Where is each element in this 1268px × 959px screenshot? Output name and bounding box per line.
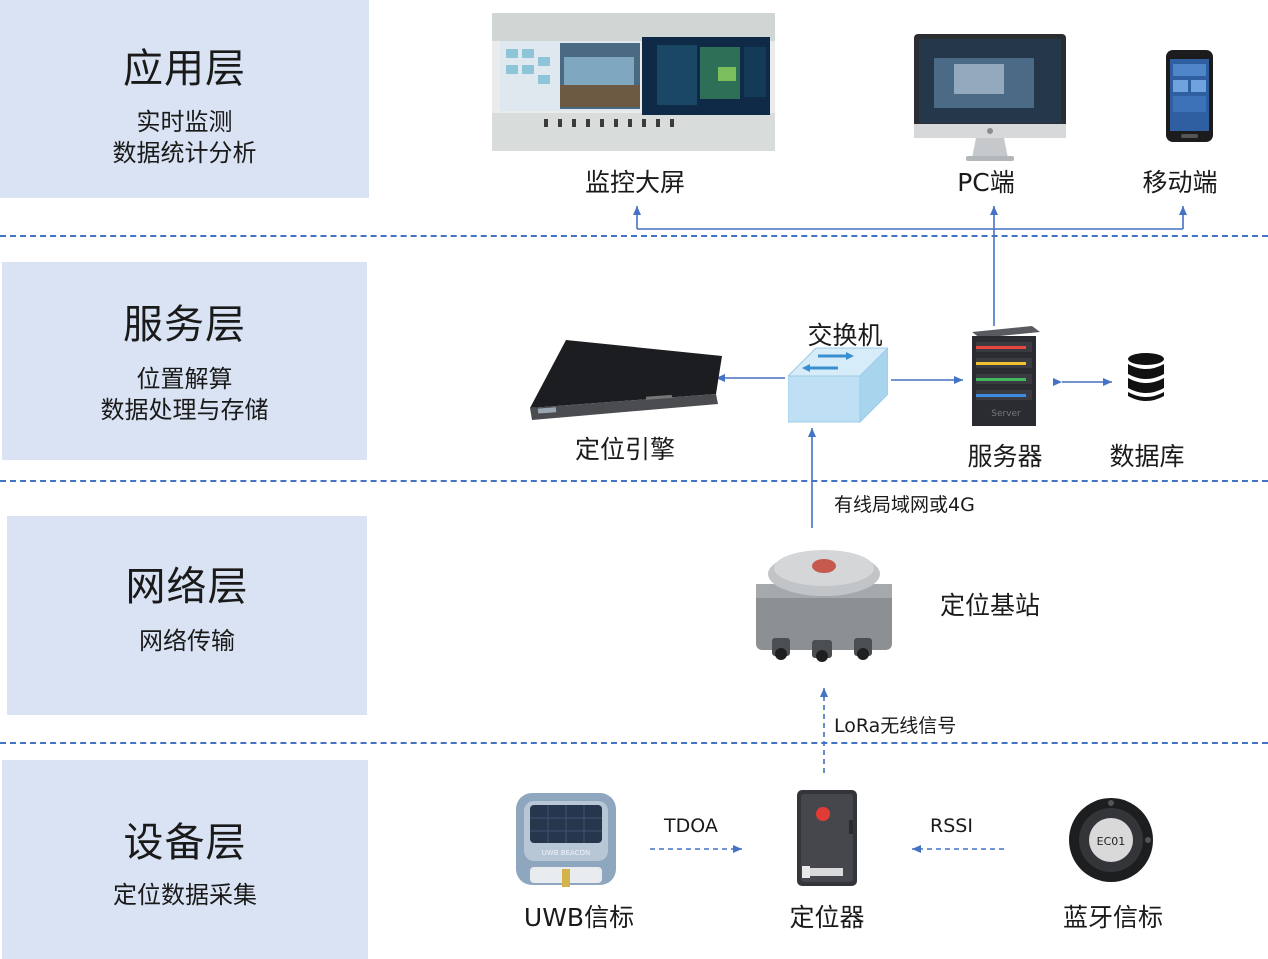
- layer-title: 应用层: [123, 46, 246, 92]
- layer-service: 服务层 位置解算 数据处理与存储: [2, 262, 367, 460]
- switch-icon: [786, 346, 890, 426]
- uwb-brand-text: UWB BEACON: [542, 849, 591, 857]
- base-station-label: 定位基站: [939, 591, 1040, 620]
- layer-desc-line: 数据处理与存储: [100, 396, 269, 424]
- ble-beacon-label: 蓝牙信标: [1062, 903, 1163, 932]
- layer-desc: 定位数据采集: [2, 880, 368, 911]
- server-image: Server: [968, 326, 1042, 428]
- separator-line: [0, 742, 1268, 744]
- layer-title: 设备层: [123, 820, 247, 866]
- layer-title: 服务层: [123, 302, 246, 348]
- lora-link-label: LoRa无线信号: [834, 715, 957, 737]
- rssi-label: RSSI: [930, 815, 973, 837]
- server-brand-text: Server: [991, 409, 1021, 419]
- server-label: 服务器: [967, 442, 1043, 471]
- layer-desc-line: 定位数据采集: [113, 881, 257, 909]
- layer-desc-line: 网络传输: [139, 627, 235, 655]
- monitor-wall-image: [492, 13, 775, 151]
- layer-desc: 实时监测 数据统计分析: [0, 107, 369, 169]
- positioning-engine-image: [526, 338, 726, 420]
- layer-desc-line: 数据统计分析: [112, 139, 257, 167]
- mobile-label: 移动端: [1142, 168, 1218, 197]
- locator-label: 定位器: [789, 903, 865, 932]
- base-station-image: [754, 542, 894, 664]
- layer-desc-line: 实时监测: [136, 108, 233, 136]
- ble-beacon-image: EC01: [1068, 797, 1154, 883]
- layer-network: 网络层 网络传输: [7, 516, 367, 715]
- tdoa-label: TDOA: [664, 815, 718, 837]
- layer-desc-line: 位置解算: [136, 365, 233, 393]
- wired-link-label: 有线局域网或4G: [834, 494, 975, 516]
- layer-application: 应用层 实时监测 数据统计分析: [0, 0, 369, 198]
- pc-image: [914, 34, 1066, 162]
- database-icon: [1127, 352, 1165, 404]
- switch-label: 交换机: [807, 321, 883, 350]
- locator-image: [797, 790, 857, 886]
- ble-code-text: EC01: [1097, 835, 1126, 848]
- separator-line: [0, 480, 1268, 482]
- uwb-beacon-image: UWB BEACON: [516, 793, 616, 888]
- layer-desc: 位置解算 数据处理与存储: [2, 364, 367, 426]
- uwb-beacon-label: UWB信标: [523, 903, 635, 932]
- layer-title: 网络层: [125, 564, 249, 610]
- positioning-engine-label: 定位引擎: [574, 435, 675, 464]
- layer-desc: 网络传输: [7, 626, 367, 657]
- separator-line: [0, 235, 1268, 237]
- mobile-image: [1166, 50, 1213, 142]
- database-label: 数据库: [1109, 442, 1185, 471]
- pc-label: PC端: [957, 168, 1015, 197]
- monitor-wall-label: 监控大屏: [584, 168, 685, 197]
- layer-device: 设备层 定位数据采集: [2, 760, 368, 959]
